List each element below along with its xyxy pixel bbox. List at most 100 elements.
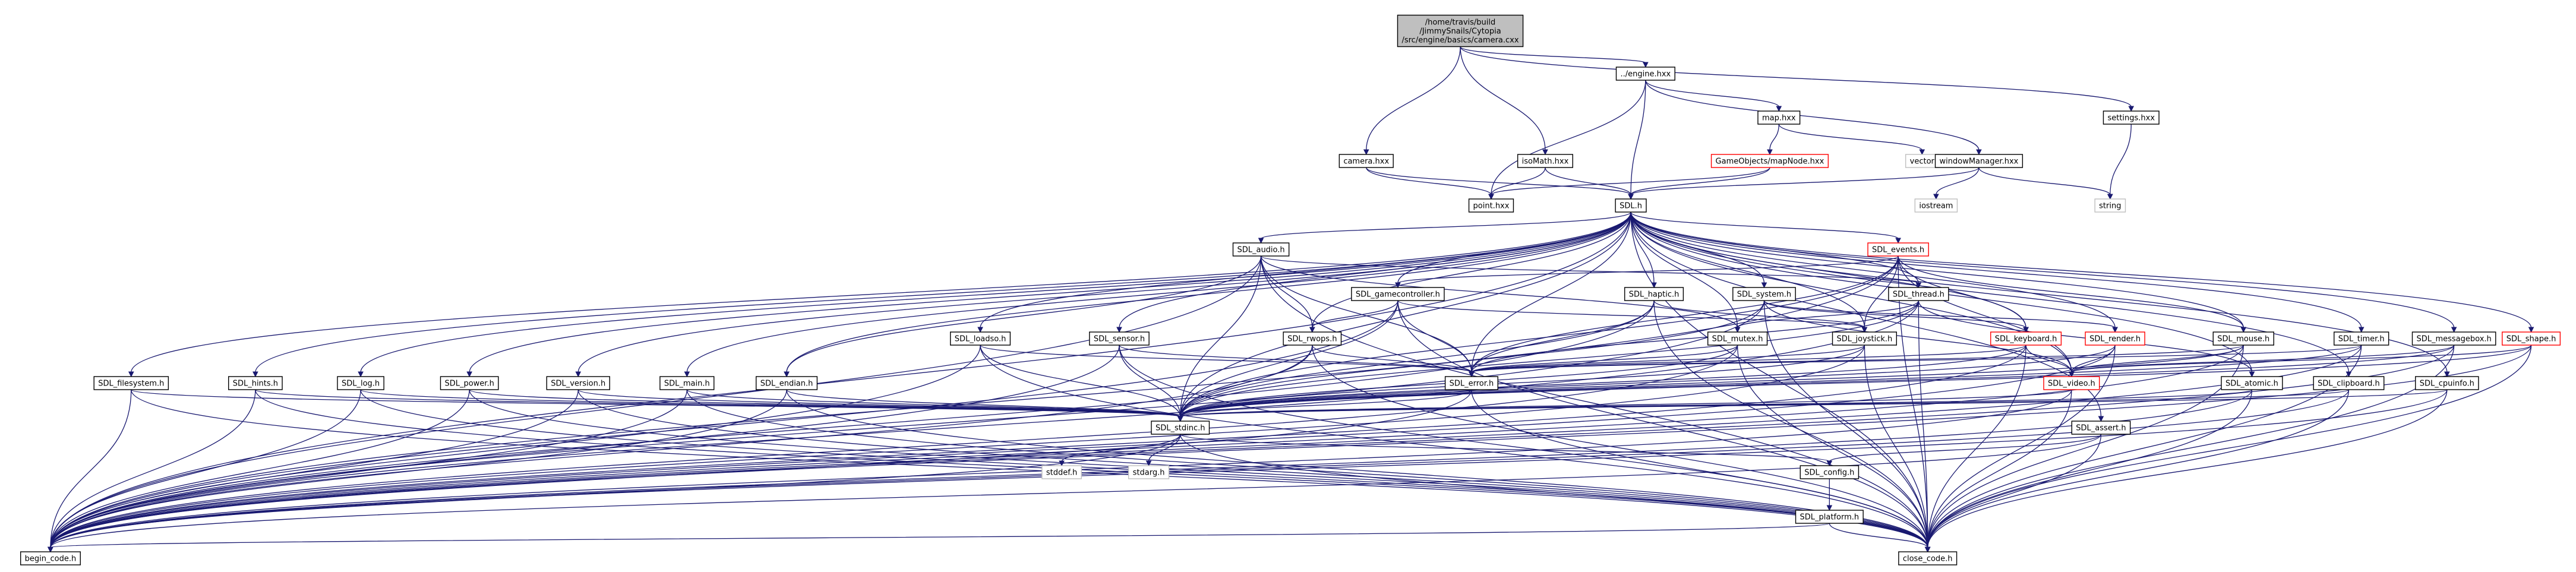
node-camera-hxx[interactable]: camera.hxx (1338, 154, 1394, 168)
edge-SDL-endian-h-to-close-code-h (786, 389, 1928, 548)
edge-SDL-system-h-to-begin-code-h (50, 300, 1765, 548)
edge-SDL-keyboard-h-to-SDL-error-h (1471, 345, 2026, 373)
node-SDL-audio-h[interactable]: SDL_audio.h (1232, 242, 1290, 257)
edge-arrowhead (1363, 149, 1369, 156)
edge-camera-cxx-to-settings-hxx (1460, 46, 2132, 108)
edge-arrowhead (2023, 327, 2029, 333)
node-SDL-render-h[interactable]: SDL_render.h (2085, 331, 2145, 346)
edge-windowManager-hxx-to-string (1978, 167, 2111, 195)
edge-engine-hxx-to-point-hxx (1491, 80, 1646, 195)
edge-isoMath-hxx-to-SDL-h (1545, 167, 1631, 195)
node-label: SDL_assert.h (2076, 424, 2126, 433)
edge-SDL-haptic-h-to-close-code-h (1653, 300, 1928, 548)
edge-SDL-haptic-h-to-SDL-joystick-h (1653, 300, 1865, 328)
node-box (2071, 421, 2131, 435)
node-SDL-stdinc-h[interactable]: SDL_stdinc.h (1151, 421, 1210, 435)
node-box (1757, 110, 1801, 125)
edge-SDL-cpuinfo-h-to-SDL-stdinc-h (1180, 389, 2448, 418)
node-SDL-mouse-h[interactable]: SDL_mouse.h (2212, 331, 2274, 346)
node-SDL-version-h[interactable]: SDL_version.h (546, 376, 610, 390)
node-SDL-log-h[interactable]: SDL_log.h (337, 376, 384, 390)
node-SDL-atomic-h[interactable]: SDL_atomic.h (2221, 376, 2283, 390)
node-box (659, 376, 715, 390)
edge-SDL-h-to-SDL-hints-h (255, 211, 1631, 373)
node-SDL-gamecontroller-h[interactable]: SDL_gamecontroller.h (1351, 287, 1445, 301)
node-SDL-sensor-h[interactable]: SDL_sensor.h (1089, 331, 1150, 346)
edge-arrowhead (1542, 149, 1548, 156)
edge-SDL-version-h-to-begin-code-h (50, 389, 579, 548)
node-begin-code-h[interactable]: begin_code.h (20, 551, 81, 565)
node-SDL-assert-h[interactable]: SDL_assert.h (2071, 421, 2131, 435)
node-SDL-filesystem-h[interactable]: SDL_filesystem.h (93, 376, 169, 390)
edge-SDL-keyboard-h-to-close-code-h (1927, 345, 2026, 548)
edge-SDL-h-to-SDL-messagebox-h (1630, 211, 2455, 328)
node-SDL-main-h[interactable]: SDL_main.h (659, 376, 715, 390)
node-isoMath-hxx[interactable]: isoMath.hxx (1517, 154, 1573, 168)
edge-SDL-events-h-to-SDL-mouse-h (1898, 255, 2244, 328)
node-SDL-rwops-h[interactable]: SDL_rwops.h (1283, 331, 1342, 346)
node-SDL-config-h[interactable]: SDL_config.h (1800, 465, 1860, 479)
node-SDL-timer-h[interactable]: SDL_timer.h (2334, 331, 2389, 346)
node-vector[interactable]: vector (1905, 154, 1939, 168)
node-mapNode-hxx[interactable]: GameObjects/mapNode.hxx (1710, 154, 1829, 168)
node-SDL-clipboard-h[interactable]: SDL_clipboard.h (2313, 376, 2385, 390)
node-SDL-thread-h[interactable]: SDL_thread.h (1888, 287, 1949, 301)
node-SDL-hints-h[interactable]: SDL_hints.h (228, 376, 283, 390)
node-SDL-mutex-h[interactable]: SDL_mutex.h (1707, 331, 1768, 346)
node-SDL-system-h[interactable]: SDL_system.h (1732, 287, 1796, 301)
node-stddef-h[interactable]: stddef.h (1041, 465, 1082, 479)
edge-mapNode-hxx-to-point-hxx (1491, 167, 1770, 195)
nodes-layer: /home/travis/build/JimmySnails/Cytopia/s… (20, 14, 2561, 565)
node-camera-cxx[interactable]: /home/travis/build/JimmySnails/Cytopia/s… (1397, 14, 1524, 48)
edge-settings-hxx-to-string (2110, 124, 2132, 195)
node-map-hxx[interactable]: map.hxx (1757, 110, 1801, 125)
edge-SDL-thread-h-to-begin-code-h (50, 300, 1920, 548)
node-SDL-endian-h[interactable]: SDL_endian.h (756, 376, 818, 390)
node-box (1517, 154, 1573, 168)
node-box (2085, 331, 2145, 346)
node-iostream[interactable]: iostream (1914, 198, 1958, 213)
node-box (756, 376, 818, 390)
node-SDL-platform-h[interactable]: SDL_platform.h (1795, 510, 1864, 524)
node-SDL-h[interactable]: SDL.h (1615, 198, 1647, 213)
node-box (1351, 287, 1445, 301)
edge-SDL-h-to-SDL-endian-h (786, 211, 1631, 373)
node-SDL-video-h[interactable]: SDL_video.h (2043, 376, 2100, 390)
node-SDL-events-h[interactable]: SDL_events.h (1867, 242, 1929, 257)
edge-arrowhead (2249, 371, 2255, 378)
edge-SDL-audio-h-to-SDL-stdinc-h (1180, 255, 1262, 418)
node-SDL-shape-h[interactable]: SDL_shape.h (2502, 331, 2561, 346)
node-SDL-loadso-h[interactable]: SDL_loadso.h (950, 331, 1011, 346)
node-label: SDL_atomic.h (2225, 380, 2278, 388)
node-SDL-keyboard-h[interactable]: SDL_keyboard.h (1990, 331, 2062, 346)
edge-SDL-h-to-SDL-video-h (1630, 211, 2072, 373)
edge-SDL-main-h-to-SDL-stdinc-h (686, 389, 1181, 418)
node-point-hxx[interactable]: point.hxx (1468, 198, 1514, 213)
edge-SDL-h-to-SDL-timer-h (1630, 211, 2362, 328)
node-string[interactable]: string (2094, 198, 2126, 213)
node-label: SDL_version.h (551, 380, 605, 388)
edge-SDL-endian-h-to-begin-code-h (50, 389, 787, 548)
edge-SDL-assert-h-to-close-code-h (1927, 434, 2102, 548)
node-close-code-h[interactable]: close_code.h (1898, 551, 1958, 565)
node-engine-hxx[interactable]: ../engine.hxx (1615, 67, 1675, 81)
edge-SDL-gamecontroller-h-to-begin-code-h (50, 300, 1399, 548)
node-label: settings.hxx (2107, 114, 2155, 123)
node-box (1867, 242, 1929, 257)
edge-SDL-mutex-h-to-begin-code-h (50, 345, 1738, 548)
node-label: GameObjects/mapNode.hxx (1716, 157, 1824, 166)
node-box (1444, 376, 1498, 390)
node-stdarg-h[interactable]: stdarg.h (1128, 465, 1170, 479)
node-SDL-error-h[interactable]: SDL_error.h (1444, 376, 1498, 390)
node-box (2502, 331, 2561, 346)
node-SDL-messagebox-h[interactable]: SDL_messagebox.h (2411, 331, 2496, 346)
edge-arrowhead (1734, 327, 1741, 333)
node-label: SDL_loadso.h (955, 335, 1006, 344)
node-SDL-power-h[interactable]: SDL_power.h (440, 376, 499, 390)
node-windowManager-hxx[interactable]: windowManager.hxx (1934, 154, 2023, 168)
node-SDL-haptic-h[interactable]: SDL_haptic.h (1624, 287, 1684, 301)
node-SDL-joystick-h[interactable]: SDL_joystick.h (1832, 331, 1898, 346)
node-label: close_code.h (1903, 555, 1953, 564)
node-SDL-cpuinfo-h[interactable]: SDL_cpuinfo.h (2415, 376, 2479, 390)
node-settings-hxx[interactable]: settings.hxx (2103, 110, 2160, 125)
